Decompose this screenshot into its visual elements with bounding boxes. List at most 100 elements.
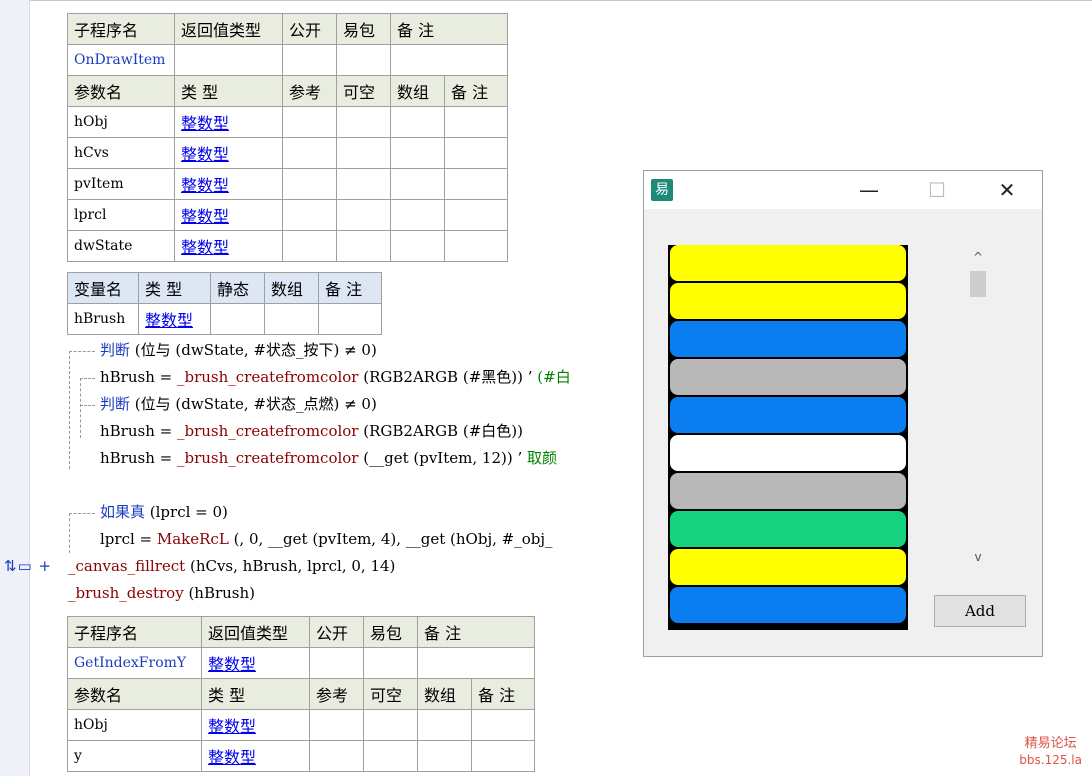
- param-ref-cell[interactable]: [282, 230, 337, 262]
- param-ref-cell[interactable]: [282, 137, 337, 169]
- return-type-cell[interactable]: [174, 44, 283, 76]
- param-name[interactable]: hObj: [67, 106, 175, 138]
- watermark-title: 精易论坛: [1024, 736, 1077, 751]
- param-row: lprcl 整数型: [67, 199, 508, 231]
- maximize-icon[interactable]: ☐: [928, 178, 946, 202]
- list-item[interactable]: [670, 283, 906, 319]
- code-line[interactable]: 判断 (位与 (dwState, #状态_点燃) ≠ 0): [100, 391, 377, 418]
- variable-array-cell[interactable]: [264, 303, 319, 335]
- gutter-mark[interactable]: ⇅▭ +: [4, 557, 53, 575]
- param-note-cell[interactable]: [444, 137, 508, 169]
- param-name[interactable]: dwState: [67, 230, 175, 262]
- variable-static-cell[interactable]: [210, 303, 265, 335]
- param-type[interactable]: 整数型: [201, 709, 310, 741]
- list-item[interactable]: [670, 245, 906, 281]
- add-button[interactable]: Add: [934, 595, 1026, 627]
- code-line[interactable]: hBrush = _brush_createfromcolor (RGB2ARG…: [100, 418, 523, 445]
- param-note-cell[interactable]: [444, 230, 508, 262]
- param-name[interactable]: y: [67, 740, 202, 772]
- note-cell[interactable]: [417, 647, 535, 679]
- param-nullable-cell[interactable]: [336, 199, 391, 231]
- param-type[interactable]: 整数型: [201, 740, 310, 772]
- param-array-cell[interactable]: [390, 199, 445, 231]
- param-row: hObj 整数型: [67, 709, 535, 741]
- param-ref-cell[interactable]: [282, 168, 337, 200]
- param-array-cell[interactable]: [417, 709, 472, 741]
- param-type[interactable]: 整数型: [174, 230, 283, 262]
- code-line[interactable]: 判断 (位与 (dwState, #状态_按下) ≠ 0): [100, 337, 377, 364]
- code-text: (, 0, __get (pvItem, 4), __get (hObj, #_…: [228, 530, 553, 548]
- param-type[interactable]: 整数型: [174, 168, 283, 200]
- param-ref-cell[interactable]: [309, 709, 364, 741]
- note-cell[interactable]: [390, 44, 508, 76]
- param-row: y 整数型: [67, 740, 535, 772]
- code-line[interactable]: _brush_destroy (hBrush): [68, 580, 255, 607]
- param-nullable-cell[interactable]: [336, 168, 391, 200]
- list-item[interactable]: [670, 473, 906, 509]
- param-nullable-cell[interactable]: [363, 709, 418, 741]
- param-note-cell[interactable]: [444, 168, 508, 200]
- scroll-thumb[interactable]: [970, 271, 986, 297]
- header-cell: 静态: [210, 272, 265, 304]
- param-name[interactable]: hCvs: [67, 137, 175, 169]
- param-nullable-cell[interactable]: [336, 137, 391, 169]
- code-line[interactable]: 如果真 (lprcl = 0): [100, 499, 228, 526]
- code-line[interactable]: hBrush = _brush_createfromcolor (__get (…: [100, 445, 557, 472]
- code-line[interactable]: hBrush = _brush_createfromcolor (RGB2ARG…: [100, 364, 571, 391]
- list-item[interactable]: [670, 321, 906, 357]
- list-item[interactable]: [670, 587, 906, 623]
- title-bar[interactable]: 易 — ☐ ✕: [644, 171, 1042, 209]
- variable-type[interactable]: 整数型: [138, 303, 211, 335]
- subroutine-name[interactable]: OnDrawItem: [67, 44, 175, 76]
- public-cell[interactable]: [282, 44, 337, 76]
- code-text: (位与 (dwState, #状态_点燃) ≠ 0): [130, 395, 377, 413]
- minimize-icon[interactable]: —: [859, 178, 879, 202]
- color-list[interactable]: [668, 245, 908, 630]
- param-note-cell[interactable]: [444, 106, 508, 138]
- scroll-down-icon[interactable]: v: [974, 550, 982, 564]
- param-nullable-cell[interactable]: [336, 230, 391, 262]
- code-text: hBrush =: [100, 449, 177, 467]
- list-item[interactable]: [670, 359, 906, 395]
- param-note-cell[interactable]: [471, 740, 535, 772]
- param-ref-cell[interactable]: [282, 106, 337, 138]
- header-cell: 备 注: [318, 272, 382, 304]
- param-name[interactable]: pvItem: [67, 168, 175, 200]
- param-name[interactable]: hObj: [67, 709, 202, 741]
- close-icon[interactable]: ✕: [998, 178, 1016, 202]
- param-ref-cell[interactable]: [309, 740, 364, 772]
- param-note-cell[interactable]: [471, 709, 535, 741]
- list-item[interactable]: [670, 435, 906, 471]
- param-type[interactable]: 整数型: [174, 137, 283, 169]
- header-cell: 可空: [363, 678, 418, 710]
- param-array-cell[interactable]: [417, 740, 472, 772]
- param-row: dwState 整数型: [67, 230, 508, 262]
- code-line[interactable]: lprcl = MakeRcL (, 0, __get (pvItem, 4),…: [100, 526, 553, 553]
- param-type[interactable]: 整数型: [174, 199, 283, 231]
- scroll-up-icon[interactable]: ^: [972, 250, 984, 264]
- function-name: _canvas_fillrect: [68, 557, 186, 575]
- param-nullable-cell[interactable]: [336, 106, 391, 138]
- vertical-scrollbar[interactable]: ^ v: [968, 247, 988, 567]
- param-array-cell[interactable]: [390, 168, 445, 200]
- subroutine-name[interactable]: GetIndexFromY: [67, 647, 202, 679]
- list-item[interactable]: [670, 549, 906, 585]
- param-note-cell[interactable]: [444, 199, 508, 231]
- list-item[interactable]: [670, 397, 906, 433]
- code-line[interactable]: _canvas_fillrect (hCvs, hBrush, lprcl, 0…: [68, 553, 395, 580]
- param-ref-cell[interactable]: [282, 199, 337, 231]
- param-array-cell[interactable]: [390, 106, 445, 138]
- return-type-cell[interactable]: 整数型: [201, 647, 310, 679]
- epackage-cell[interactable]: [336, 44, 391, 76]
- list-item[interactable]: [670, 511, 906, 547]
- param-type[interactable]: 整数型: [174, 106, 283, 138]
- variable-name[interactable]: hBrush: [67, 303, 139, 335]
- header-cell: 备 注: [444, 75, 508, 107]
- param-name[interactable]: lprcl: [67, 199, 175, 231]
- variable-note-cell[interactable]: [318, 303, 382, 335]
- public-cell[interactable]: [309, 647, 364, 679]
- param-array-cell[interactable]: [390, 137, 445, 169]
- epackage-cell[interactable]: [363, 647, 418, 679]
- param-array-cell[interactable]: [390, 230, 445, 262]
- param-nullable-cell[interactable]: [363, 740, 418, 772]
